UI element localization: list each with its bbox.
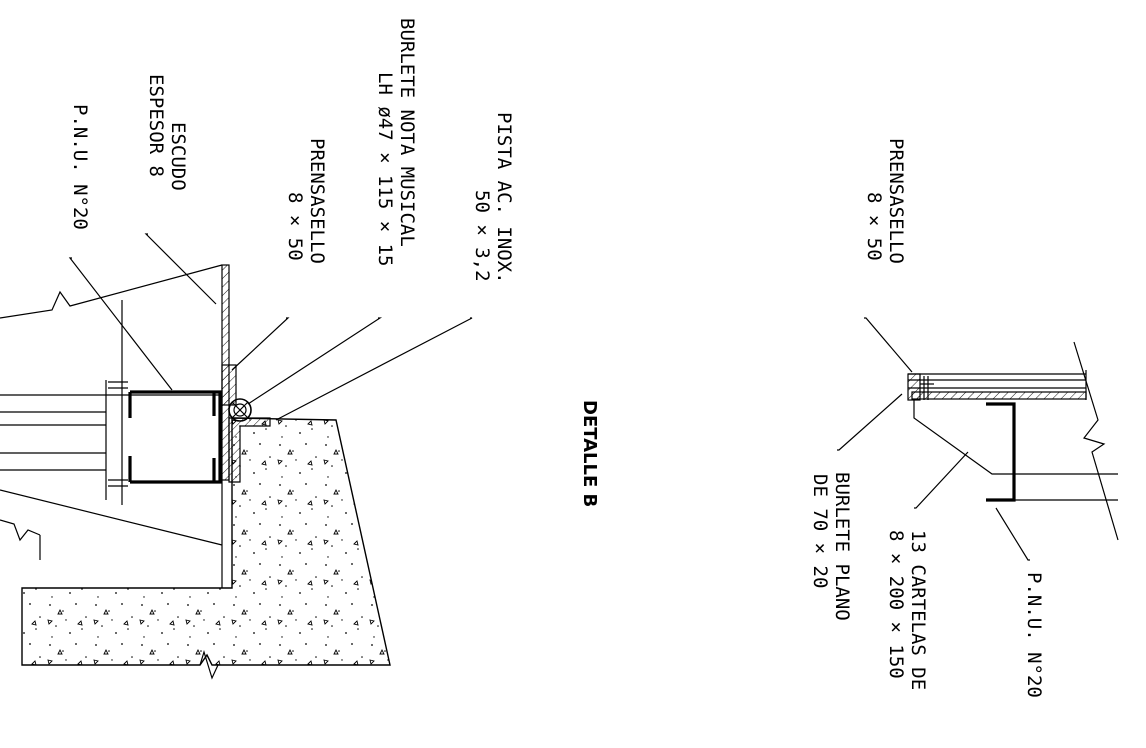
label-pista-line2: 50 × 3,2 <box>471 190 493 282</box>
right-detail-drawing <box>907 341 1119 541</box>
label-burlete-nota-line1: BURLETE NOTA MUSICAL <box>396 18 418 247</box>
detail-title: DETALLE B <box>579 400 600 507</box>
label-escudo-line1: ESCUDO <box>167 122 189 191</box>
label-prensasello-left-line1: PRENSASELLO <box>306 138 328 264</box>
label-burlete-plano-line2: DE 70 × 20 <box>809 474 831 588</box>
left-detail-drawing <box>0 233 473 680</box>
concrete-foundation <box>21 417 391 666</box>
label-cartelas-line2: 8 × 200 × 150 <box>885 530 907 679</box>
right-leaders <box>837 317 1030 561</box>
label-cartelas-line1: 13 CARTELAS DE <box>907 530 929 690</box>
label-pista-line1: PISTA AC. INOX. <box>493 112 515 284</box>
label-pnu-right: P.N.U. N°20 <box>1023 572 1045 698</box>
label-burlete-nota-line2: LH ø47 × 115 × 15 <box>374 72 396 266</box>
label-burlete-plano-line1: BURLETE PLANO <box>831 472 853 621</box>
label-prensasello-left-line2: 8 × 50 <box>284 192 306 261</box>
left-labels: PISTA AC. INOX. 50 × 3,2 BURLETE NOTA MU… <box>69 18 515 284</box>
label-prensasello-right-line2: 8 × 50 <box>863 192 885 261</box>
label-escudo-line2: ESPESOR 8 <box>145 74 167 177</box>
prensasello-right <box>907 373 921 401</box>
label-pnu-left: P.N.U. N°20 <box>69 104 91 230</box>
right-labels: PRENSASELLO 8 × 50 BURLETE PLANO DE 70 ×… <box>809 138 1045 698</box>
pista-ac-inox <box>228 417 271 483</box>
label-prensasello-right-line1: PRENSASELLO <box>885 138 907 264</box>
prensasello-left <box>221 364 237 406</box>
